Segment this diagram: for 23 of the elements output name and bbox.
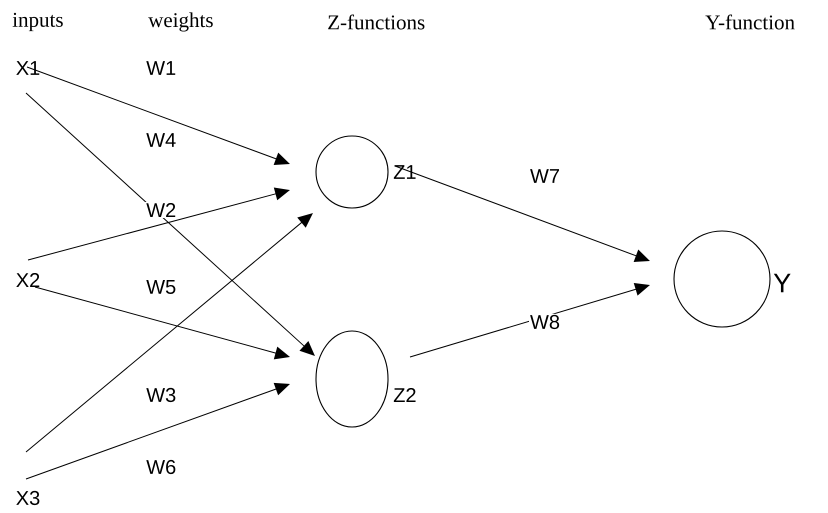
arrow xyxy=(26,92,315,356)
column-heading: Z-functions xyxy=(328,14,424,30)
node-label: Z2 xyxy=(394,388,416,402)
weight-label: W5 xyxy=(145,279,178,295)
node-label: Z1 xyxy=(394,165,416,179)
neuron-circle xyxy=(315,330,389,428)
arrow xyxy=(26,213,313,452)
weight-label: W3 xyxy=(145,386,178,404)
weight-label: W1 xyxy=(145,60,178,76)
weight-label: W2 xyxy=(145,202,178,218)
input-label: X3 xyxy=(16,490,40,506)
column-heading: Y-function xyxy=(705,14,795,30)
node-label: Y xyxy=(774,274,791,292)
weight-label: W4 xyxy=(145,132,178,148)
neuron-circle xyxy=(315,135,389,209)
weight-label: W7 xyxy=(529,168,561,184)
input-label: X1 xyxy=(16,61,40,75)
column-heading: inputs xyxy=(12,12,63,32)
neuron-circle xyxy=(673,230,771,328)
weight-label: W8 xyxy=(529,314,561,330)
input-label: X2 xyxy=(16,273,40,287)
column-heading: weights xyxy=(148,12,213,32)
weight-label: W6 xyxy=(145,458,178,476)
